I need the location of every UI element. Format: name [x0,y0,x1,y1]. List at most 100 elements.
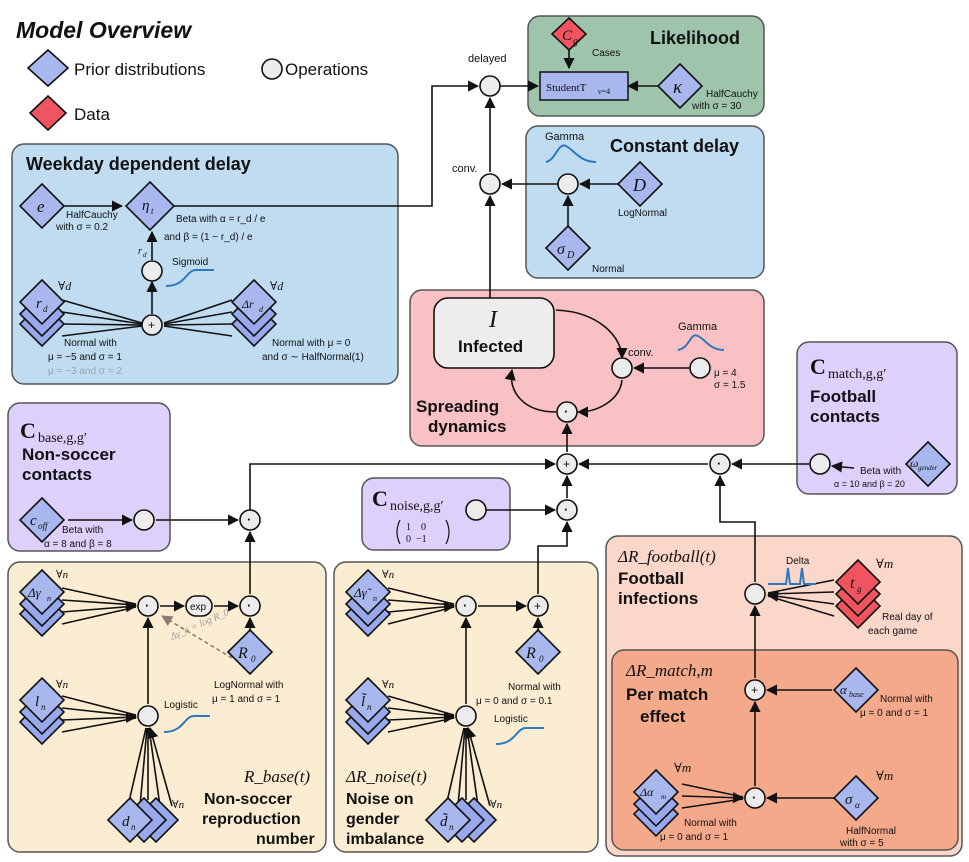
e-prior-node [18,182,66,230]
noise-r0-prior-node [514,628,562,676]
d-prior-node [616,160,664,208]
base-d-symbol: d [122,814,130,830]
total-plus-label: + [563,457,570,471]
spread-product-label: · [564,404,568,419]
total-plus-operation [556,453,578,475]
drdagger-prior-stack [230,278,278,348]
spread-product-operation [556,401,578,423]
base-dgamma-sub: n [47,594,51,603]
base-r0-product-label: · [247,598,251,613]
per-match-plus-label: + [751,683,758,697]
tg-symbol: t [850,575,855,592]
sigmoid-curve-icon [165,269,214,287]
base-logistic-curve-icon [163,715,210,733]
noise-contacts-operation [465,499,487,521]
base-logistic-operation [137,705,159,727]
spreading-title-2: dynamics [428,417,506,436]
legend-data-icon [28,94,68,132]
tg-data-stack [834,558,882,630]
delta-curve-icon [768,567,816,585]
kappa-prior-node [656,62,704,110]
noise-matrix-row-1: 1 0 [406,522,426,533]
base-dgamma-forall: ∀n [56,569,69,581]
weekday-plus-operation [141,314,163,336]
noise-contacts-symbol: C [372,486,388,511]
rdagger-prior-1: Normal with [64,338,117,349]
tg-prior-1: Real day of [882,612,933,623]
weekday-title: Weekday dependent delay [26,154,251,174]
base-r-title-3: number [256,831,315,848]
legend-prior-label: Prior distributions [74,60,205,79]
rd-label: r [138,246,142,257]
match-product-operation [709,453,731,475]
eta-beta-1: Beta with α = r_d / e [176,214,266,225]
sigma-d-prior-node [544,224,592,272]
constant-delay-title: Constant delay [610,136,739,156]
per-match-product-label: · [752,790,756,805]
d-symbol: D [632,175,646,195]
e-symbol: e [37,197,45,216]
sigma-d-sub: D [566,250,575,261]
noise-matrix-bracket-left [396,519,401,545]
cases-label: Cases [592,48,620,59]
sigma-alpha-sub: α [855,800,860,810]
base-dgamma-product-label: · [145,598,149,613]
cases-sub: g [573,36,578,47]
noise-l-prior-stack [344,676,392,746]
noise-plus-operation [527,595,549,617]
noise-r0-prior-2: μ = 0 and σ = 0.1 [476,696,553,707]
delay-gamma-operation [557,173,579,195]
noise-product-operation [556,499,578,521]
base-contacts-title-1: Non-soccer [22,445,116,464]
sigma-alpha-symbol: σ [845,792,853,808]
sigma-d-symbol: σ [557,241,566,258]
base-r-title-2: reproduction [202,811,301,828]
tg-forall: ∀m [876,556,893,571]
rdagger-symbol: r [36,296,42,312]
noise-matrix-bracket-right [445,519,450,545]
football-title-1: Football [618,569,684,588]
rdagger-prior-stack [18,278,66,348]
dalpha-sub: m [661,793,666,801]
base-product-operation [239,509,261,531]
sigmoid-operation [141,260,163,282]
football-title-2: infections [618,589,698,608]
eta-beta-2: and β = (1 − r_d) / e [164,232,253,243]
tg-prior-2: each game [868,626,918,637]
noise-dgamma-operation [455,595,477,617]
base-r0-prior-node [226,628,274,676]
sigma-alpha-prior-node [832,774,880,822]
drdagger-prior-2: and σ ∼ HalfNormal(1) [262,352,364,363]
noise-plus-label: + [534,599,541,613]
base-contacts-sub: base,g,g′ [38,431,87,446]
spreading-title-1: Spreading [416,397,499,416]
kappa-symbol: κ [673,77,683,98]
spread-gamma-operation [689,357,711,379]
exp-label: exp [190,602,207,613]
match-contacts-operation [809,453,831,475]
drdagger-forall: ∀d [270,279,284,293]
omega-prior-1: Beta with [860,466,901,477]
noise-product-label: · [564,502,568,517]
likelihood-title: Likelihood [650,28,740,48]
sigma-alpha-prior-2: with σ = 5 [839,838,884,849]
rdagger-forall: ∀d [58,279,72,293]
coff-operation [133,509,155,531]
base-l-prior-stack [18,676,66,746]
noise-r-title-3: imbalance [346,831,424,848]
noise-r-title-symbol: ΔR_noise(t) [345,767,427,786]
base-r-title-1: Non-soccer [204,791,292,808]
omega-sub: gender [918,464,938,472]
spread-conv-operation [611,357,633,379]
base-dgamma-operation [137,595,159,617]
base-l-symbol: l [35,694,39,710]
kappa-prior-2: with σ = 30 [691,101,742,112]
spread-conv-label: conv. [628,347,653,359]
delayed-operation [479,75,501,97]
football-delta-operation [744,583,766,605]
noise-r0-sub: 0 [539,654,544,664]
match-product-label: · [717,456,721,471]
constant-conv-operation [479,173,501,195]
base-dgamma-prior-stack [18,568,66,638]
